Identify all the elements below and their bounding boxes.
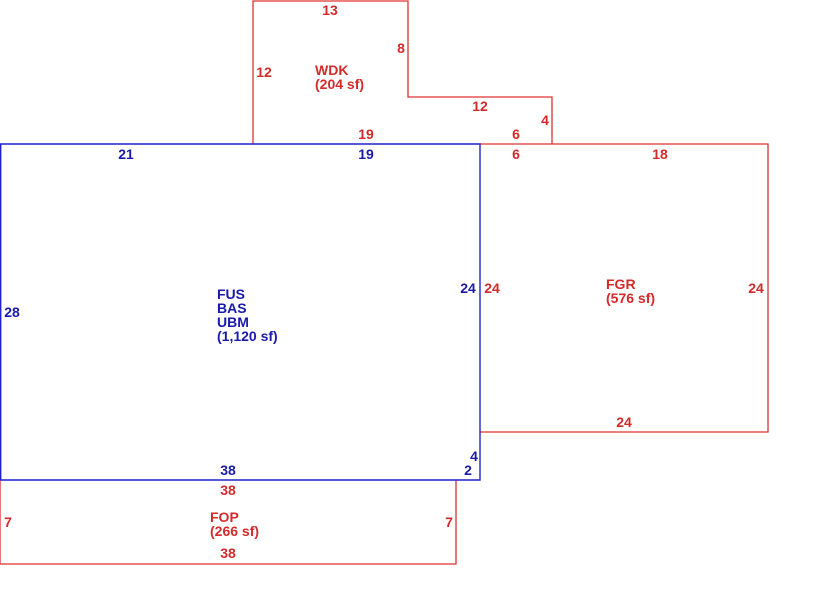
- main-dim-top-left: 21: [118, 146, 134, 162]
- fgr-dim-left: 24: [484, 280, 500, 296]
- main-code-bas: BAS: [217, 300, 247, 316]
- fop-dim-right: 7: [445, 514, 453, 530]
- wdk-dim-step-top: 12: [472, 98, 488, 114]
- fgr-area-label: (576 sf): [606, 290, 655, 306]
- wdk-dim-top: 13: [322, 2, 338, 18]
- fgr-outline: [480, 143, 769, 433]
- main-dim-left: 28: [4, 304, 20, 320]
- fop-code-label: FOP: [210, 509, 239, 525]
- fop-dim-left: 7: [4, 514, 12, 530]
- main-area-label: (1,120 sf): [217, 328, 278, 344]
- fgr-dim-top: 18: [652, 146, 668, 162]
- fop-dim-bottom: 38: [220, 545, 236, 561]
- main-code-fus: FUS: [217, 286, 245, 302]
- wdk-code-label: WDK: [315, 62, 348, 78]
- wdk-outline: [252, 0, 553, 144]
- main-area-outline: [0, 143, 481, 481]
- wdk-dim-step-right: 4: [541, 112, 549, 128]
- fop-area-label: (266 sf): [210, 523, 259, 539]
- fop-outline: [0, 480, 457, 565]
- wdk-dim-bottom-long: 19: [358, 126, 374, 142]
- main-code-ubm: UBM: [217, 314, 249, 330]
- fgr-dim-top-short: 6: [512, 146, 520, 162]
- main-dim-top-right: 19: [358, 146, 374, 162]
- wdk-dim-left: 12: [256, 64, 272, 80]
- fgr-code-label: FGR: [606, 276, 636, 292]
- fgr-dim-bottom: 24: [616, 414, 632, 430]
- wdk-area-label: (204 sf): [315, 76, 364, 92]
- wdk-dim-right-upper: 8: [397, 40, 405, 56]
- main-dim-right: 24: [460, 280, 476, 296]
- fop-dim-top: 38: [220, 482, 236, 498]
- main-dim-bottom: 38: [220, 462, 236, 478]
- fgr-dim-right: 24: [748, 280, 764, 296]
- wdk-dim-bottom-short: 6: [512, 126, 520, 142]
- main-dim-notch-horizontal: 2: [464, 462, 472, 478]
- main-dim-notch-vertical: 4: [470, 448, 478, 464]
